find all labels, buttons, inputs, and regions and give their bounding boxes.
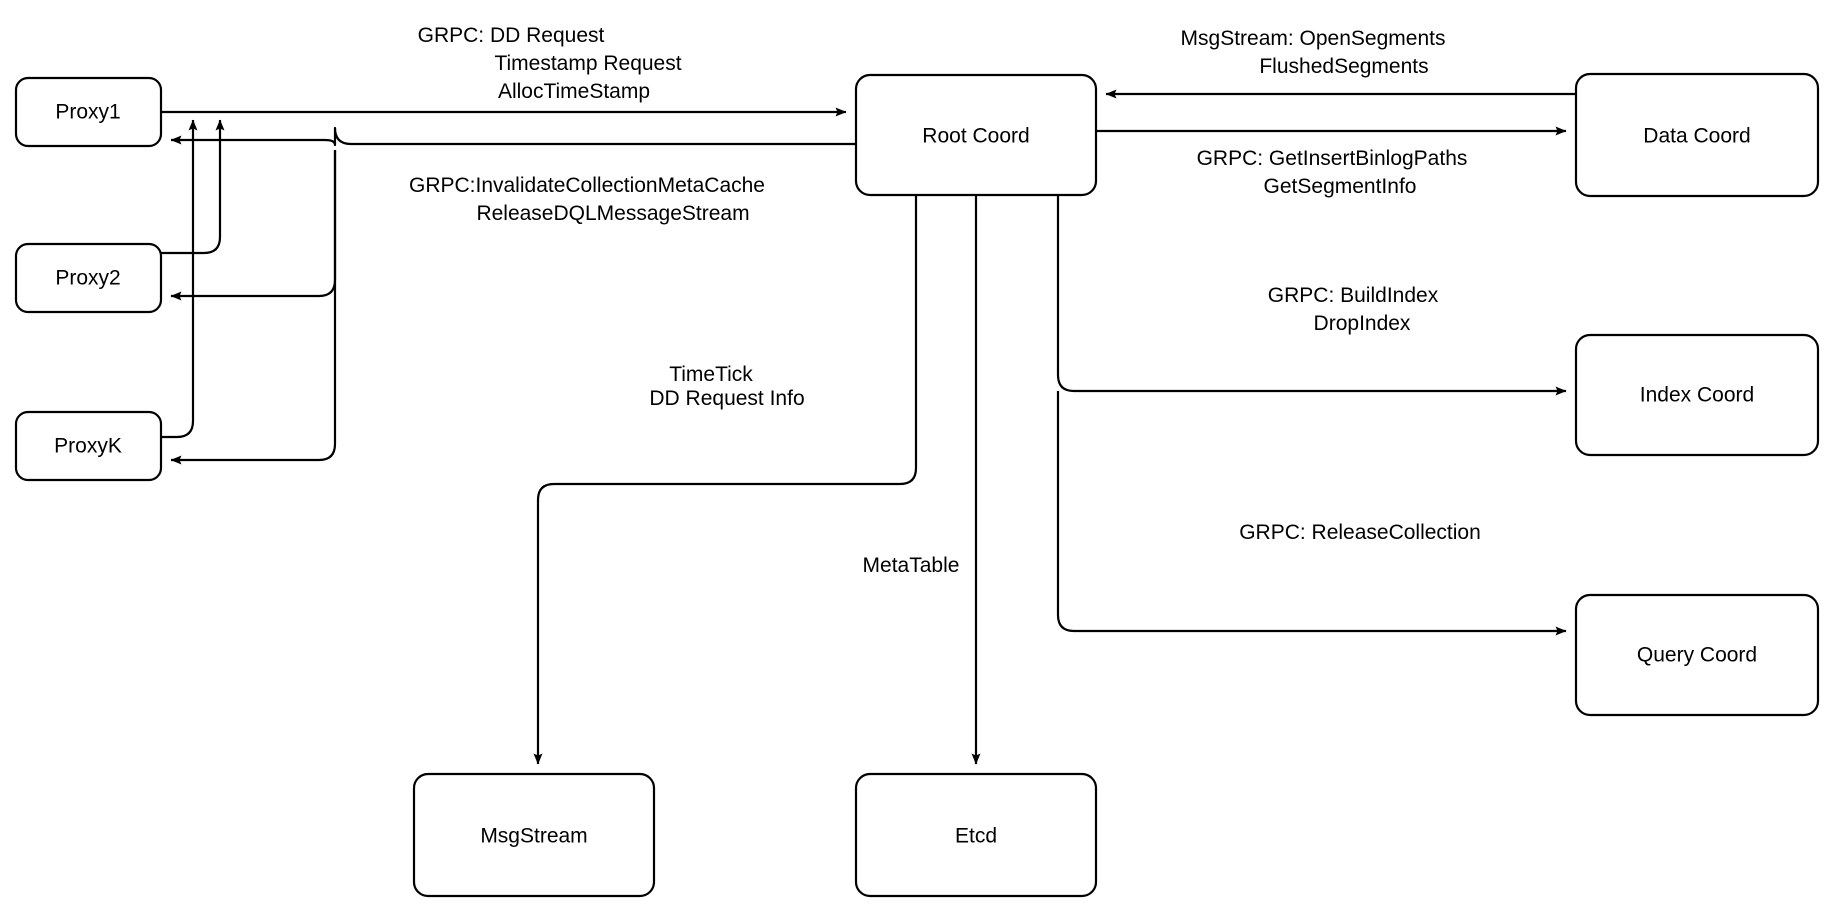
node-shape[interactable] [1574,72,1820,198]
edge-label-line-2: DD Request Info [649,387,804,410]
node-label: Data Coord [1643,125,1750,148]
edge-line [1056,391,1567,636]
edge-rootcoord-to-proxy1 [170,126,856,147]
edge-line [170,126,856,147]
node-rootcoord[interactable]: Root Coord [854,73,1098,197]
node-label: Query Coord [1637,644,1757,667]
edge-rootcoord-to-proxyk [170,150,337,465]
edge-label-line-1: GRPC: ReleaseCollection [1239,521,1481,544]
edge-label-line-2: FlushedSegments [1259,55,1428,78]
node-shape[interactable] [1574,593,1820,717]
edge-label-line-1: GRPC: GetInsertBinlogPaths [1197,147,1468,170]
node-shape[interactable] [14,242,163,314]
node-label: MsgStream [480,825,587,848]
node-proxy1[interactable]: Proxy1 [14,76,163,148]
edge-line [170,150,337,465]
node-proxyk[interactable]: ProxyK [14,410,163,482]
edge-label-line-1: MetaTable [863,554,960,577]
edge-label-line-1: GRPC: BuildIndex [1268,284,1439,307]
node-shape[interactable] [14,410,163,482]
edge-rootcoord-to-proxy2 [170,150,337,301]
edge-label-line-2: GetSegmentInfo [1264,175,1417,198]
node-indexcoord[interactable]: Index Coord [1574,333,1820,457]
edge-line [170,150,337,301]
edge-line [1056,195,1567,396]
node-label: Proxy1 [55,101,120,124]
edge-label-root-to-index: GRPC: BuildIndex DropIndex [1268,284,1439,335]
edge-label-line-2: Timestamp Request [494,52,681,75]
edge-rootcoord-to-querycoord [1056,391,1567,636]
edge-proxy2-to-rootcoord [161,119,225,255]
node-label: Etcd [955,825,997,848]
edge-label-line-2: ReleaseDQLMessageStream [476,202,749,225]
node-label: Index Coord [1640,384,1754,407]
node-etcd[interactable]: Etcd [854,772,1098,898]
node-shape[interactable] [412,772,656,898]
edge-label-data-to-root: MsgStream: OpenSegments FlushedSegments [1181,27,1446,78]
node-shape[interactable] [14,76,163,148]
edge-label-root-to-proxy: GRPC:InvalidateCollectionMetaCache Relea… [409,174,765,225]
edge-line [161,119,225,255]
edge-rootcoord-to-indexcoord [1056,195,1567,396]
node-querycoord[interactable]: Query Coord [1574,593,1820,717]
node-proxy2[interactable]: Proxy2 [14,242,163,314]
edge-label-proxy-to-root: GRPC: DD Request Timestamp Request Alloc… [418,24,682,103]
edge-label-root-to-etcd: MetaTable [863,554,960,577]
node-shape[interactable] [854,73,1098,197]
edge-line [161,119,198,439]
edge-rootcoord-to-msgstream [533,195,918,765]
edge-label-line-3: AllocTimeStamp [498,80,650,103]
edge-line [533,195,918,765]
node-datacoord[interactable]: Data Coord [1574,72,1820,198]
node-label: Proxy2 [55,267,120,290]
edge-label-line-2: DropIndex [1314,312,1411,335]
edge-label-root-to-data: GRPC: GetInsertBinlogPaths GetSegmentInf… [1197,147,1468,198]
edge-label-line-1: TimeTick [669,363,753,386]
edge-label-line-1: MsgStream: OpenSegments [1181,27,1446,50]
node-label: Root Coord [922,125,1029,148]
node-msgstream[interactable]: MsgStream [412,772,656,898]
edge-label-line-1: GRPC:InvalidateCollectionMetaCache [409,174,765,197]
edge-proxyk-to-rootcoord [161,119,198,439]
edge-label-root-to-query: GRPC: ReleaseCollection [1239,521,1481,544]
node-label: ProxyK [54,435,122,458]
node-shape[interactable] [1574,333,1820,457]
edge-label-root-to-msgstream: TimeTick DD Request Info [649,363,804,410]
node-shape[interactable] [854,772,1098,898]
edge-label-line-1: GRPC: DD Request [418,24,605,47]
